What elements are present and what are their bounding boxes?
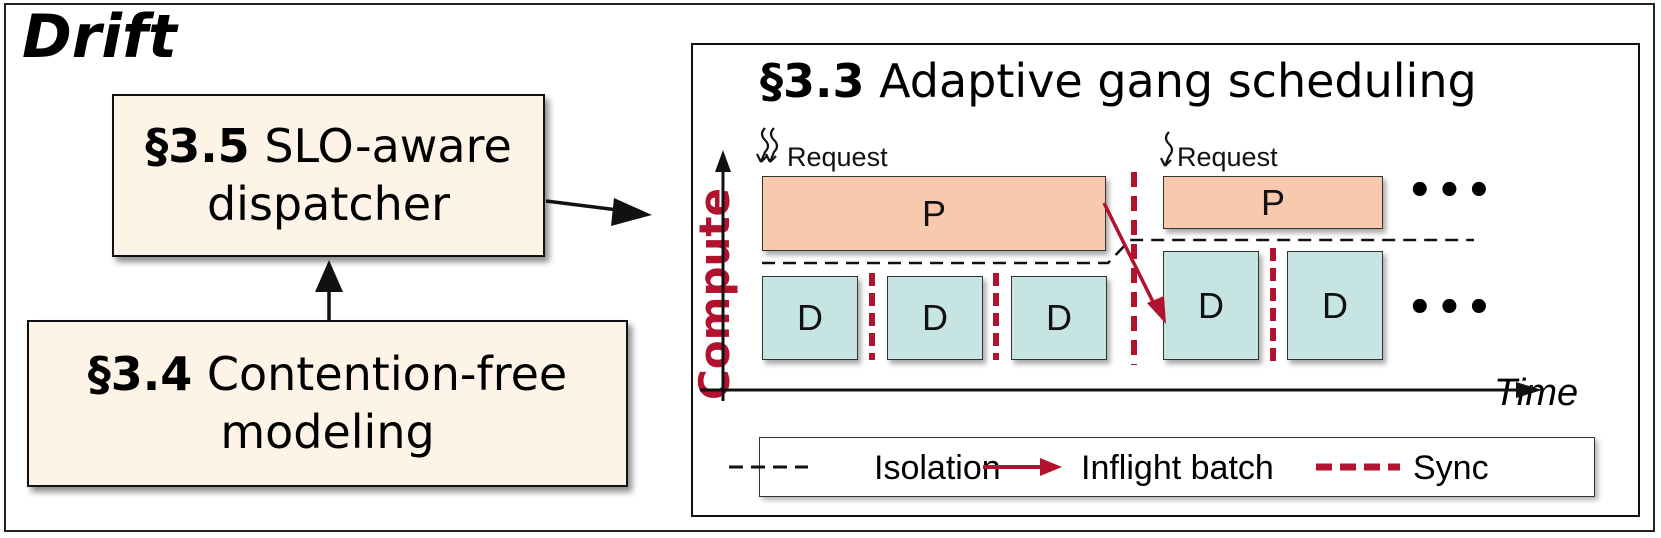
modeling-line1: §3.4 Contention-free xyxy=(88,346,567,404)
legend-isolation-label: Isolation xyxy=(874,449,1001,487)
dispatcher-label-2: dispatcher xyxy=(206,176,451,231)
dispatcher-section: §3.5 xyxy=(145,119,250,173)
dispatcher-arrowhead xyxy=(611,198,652,226)
decode-block-5: D xyxy=(1287,251,1383,360)
scheduling-section: §3.3 xyxy=(760,54,865,108)
dispatcher-line1: §3.5 SLO-aware xyxy=(145,118,512,176)
modeling-label-2: modeling xyxy=(220,404,435,459)
system-title: Drift xyxy=(22,2,177,72)
dispatcher-label-1: SLO-aware xyxy=(264,119,512,173)
prefill-block-1: P xyxy=(762,176,1106,251)
prefill-ellipsis: ••• xyxy=(1407,168,1496,214)
x-axis-label: Time xyxy=(1494,372,1579,414)
y-axis-arrowhead xyxy=(715,150,731,172)
request-label-1: Request xyxy=(787,142,888,172)
decode-block-3: D xyxy=(1011,276,1107,360)
inflight-arrow xyxy=(1102,202,1160,313)
modeling-box: §3.4 Contention-free modeling xyxy=(27,320,628,487)
inflight-arrowhead xyxy=(1147,296,1166,324)
legend-inflight-label: Inflight batch xyxy=(1081,449,1274,487)
isolation-line xyxy=(762,238,1474,265)
legend-sync-label: Sync xyxy=(1413,449,1489,487)
prefill-block-2: P xyxy=(1163,176,1383,229)
scheduling-title-text: Adaptive gang scheduling xyxy=(879,54,1477,108)
dispatcher-box: §3.5 SLO-aware dispatcher xyxy=(112,94,545,257)
decode-block-1: D xyxy=(762,276,858,360)
modeling-arrowhead xyxy=(315,260,343,292)
scheduling-title: §3.3 Adaptive gang scheduling xyxy=(760,54,1477,108)
modeling-label-1: Contention-free xyxy=(206,347,568,401)
modeling-section: §3.4 xyxy=(87,347,193,401)
request-icon-2 xyxy=(1160,131,1174,167)
request-label-2: Request xyxy=(1177,142,1278,172)
legend-box xyxy=(759,437,1595,497)
decode-ellipsis: ••• xyxy=(1407,285,1496,331)
request-icon-1 xyxy=(756,127,779,163)
x-axis-arrowhead xyxy=(1516,382,1542,398)
decode-block-2: D xyxy=(887,276,983,360)
decode-block-4: D xyxy=(1163,251,1259,360)
legend-inflight-arrowhead xyxy=(1040,458,1062,476)
